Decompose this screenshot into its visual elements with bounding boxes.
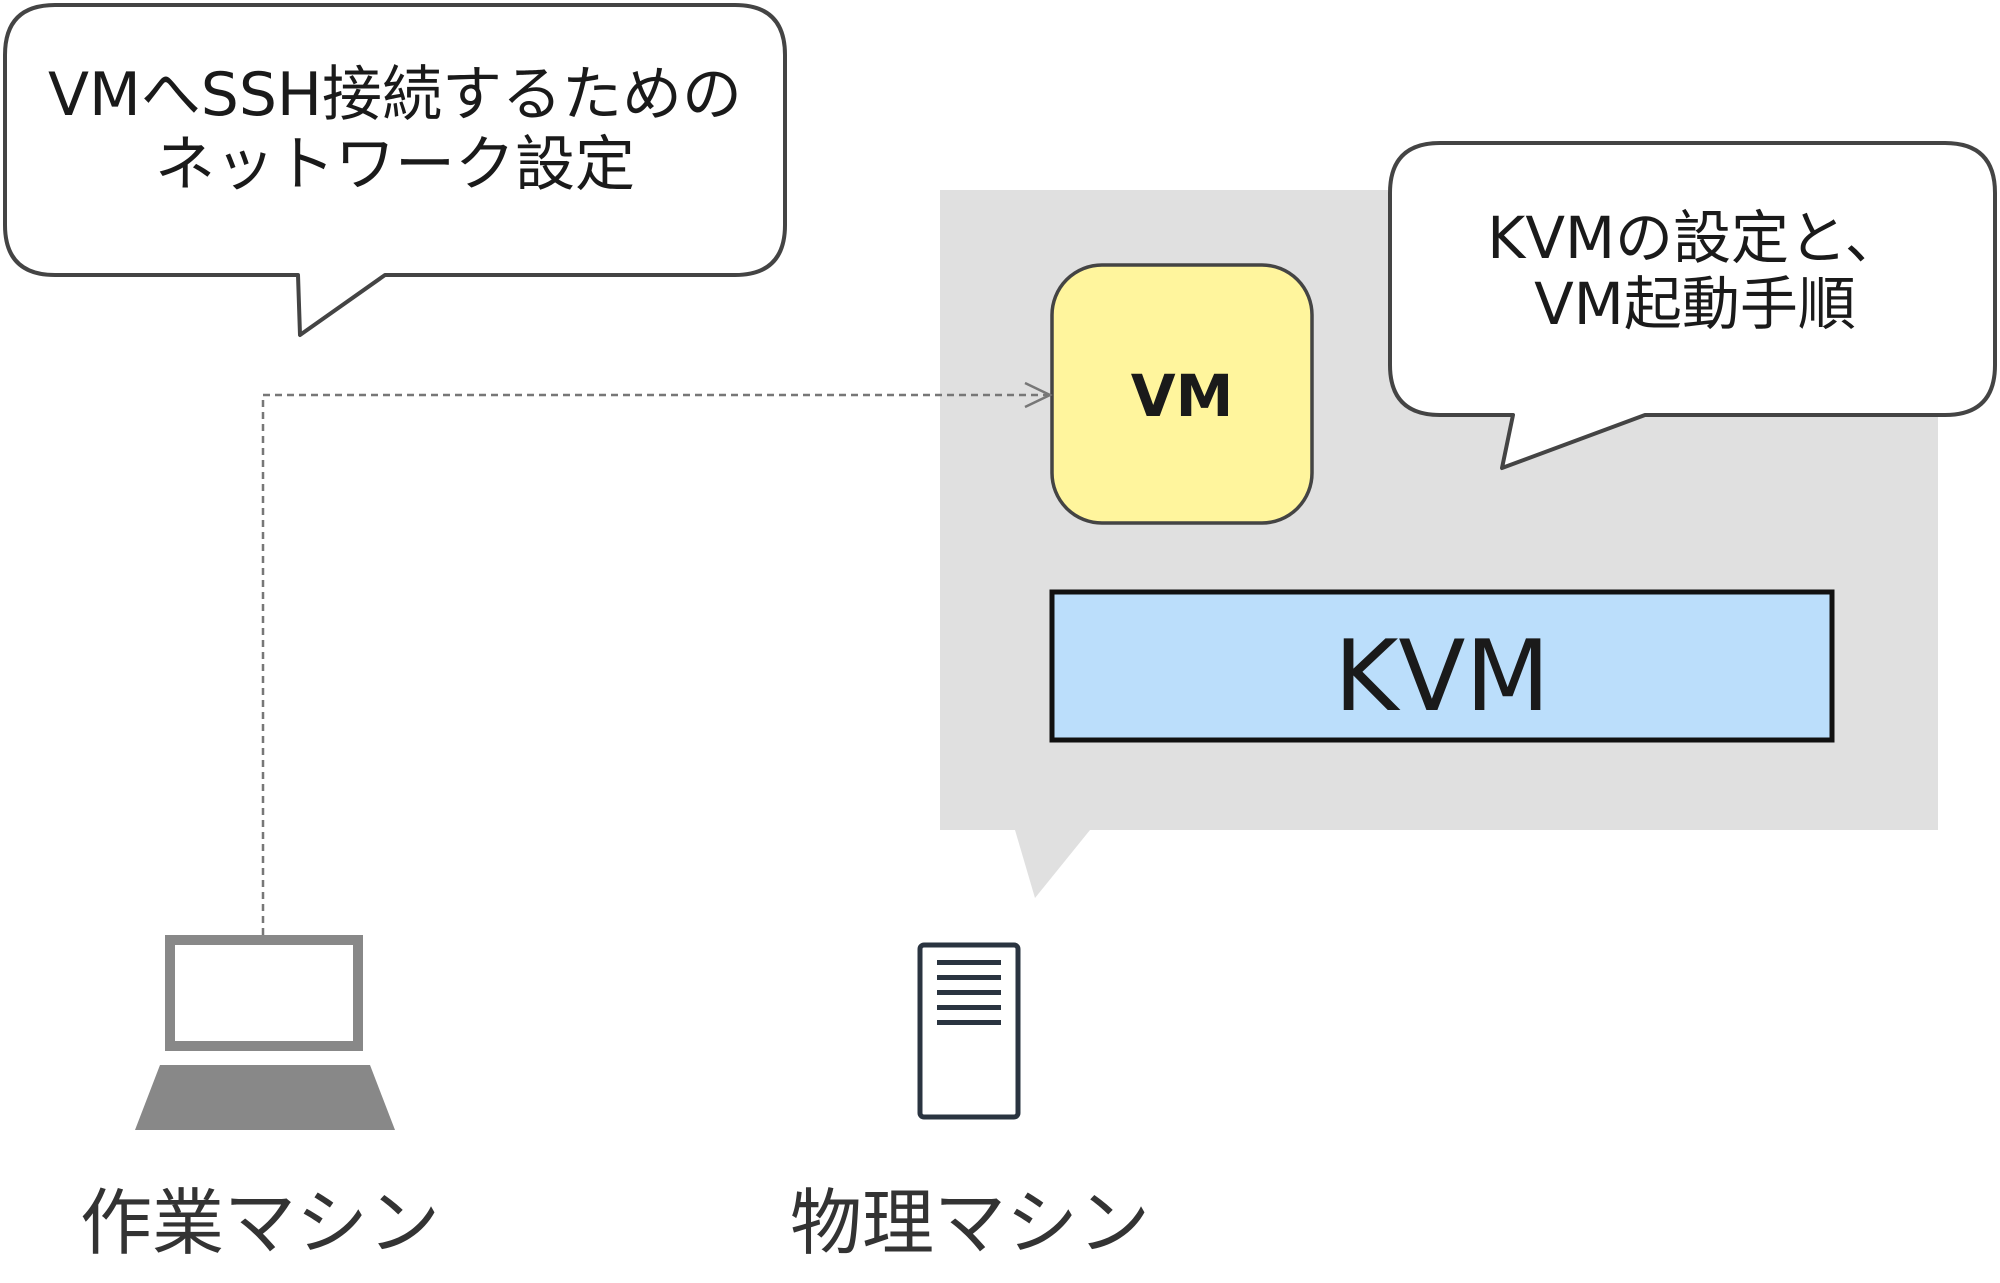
speech-bubble-network-text: VMへSSH接続するための ネットワーク設定 (10, 60, 780, 200)
laptop-icon (135, 935, 395, 1130)
speech-bubble-kvm (1388, 141, 1997, 470)
physical-machine-label: 物理マシン (789, 1181, 1150, 1265)
kvm-node (1049, 589, 1835, 743)
speech-bubble-network (3, 3, 787, 337)
kvm-bubble-line1: KVMの設定と、 (1487, 204, 1903, 272)
vm-label: VM (1130, 362, 1234, 430)
network-bubble-line2: ネットワーク設定 (155, 130, 635, 200)
work-machine-label: 作業マシン (79, 1181, 440, 1265)
host-pointer (1015, 830, 1090, 898)
kvm-bubble-line2: VM起動手順 (1534, 270, 1856, 338)
speech-bubble-kvm-text: KVMの設定と、 VM起動手順 (1395, 205, 1995, 337)
ssh-connection-arrow (261, 381, 1053, 935)
server-icon (917, 942, 1021, 1120)
kvm-label: KVM (1334, 620, 1550, 734)
network-bubble-line1: VMへSSH接続するための (47, 60, 743, 130)
